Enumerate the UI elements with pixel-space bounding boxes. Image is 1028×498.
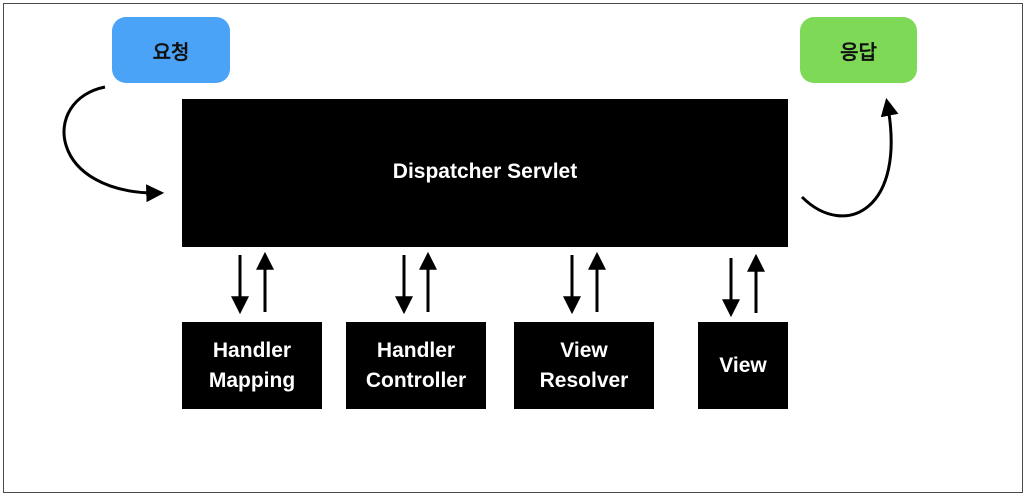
request-pill: 요청 bbox=[112, 17, 230, 83]
handler-mapping-box: Handler Mapping bbox=[182, 322, 322, 409]
dispatcher-servlet-label: Dispatcher Servlet bbox=[392, 160, 578, 183]
dispatcher-servlet-box: Dispatcher Servlet bbox=[182, 99, 788, 247]
handler-mapping-label-line1: Handler bbox=[212, 338, 292, 362]
view-resolver-box: View Resolver bbox=[514, 322, 654, 409]
handler-controller-label-line1: Handler bbox=[376, 338, 456, 362]
handler-controller-box: Handler Controller bbox=[346, 322, 486, 409]
response-label: 응답 bbox=[840, 39, 877, 64]
view-label-line1: View bbox=[719, 353, 767, 377]
view-resolver-label-line1: View bbox=[560, 338, 608, 362]
view-resolver-label-line2: Resolver bbox=[539, 368, 629, 392]
response-pill: 응답 bbox=[800, 17, 917, 83]
request-label: 요청 bbox=[152, 39, 190, 64]
diagram-frame bbox=[3, 3, 1023, 493]
view-box: View bbox=[698, 322, 788, 409]
handler-mapping-label-line2: Mapping bbox=[208, 368, 296, 392]
handler-controller-label-line2: Controller bbox=[365, 368, 467, 392]
